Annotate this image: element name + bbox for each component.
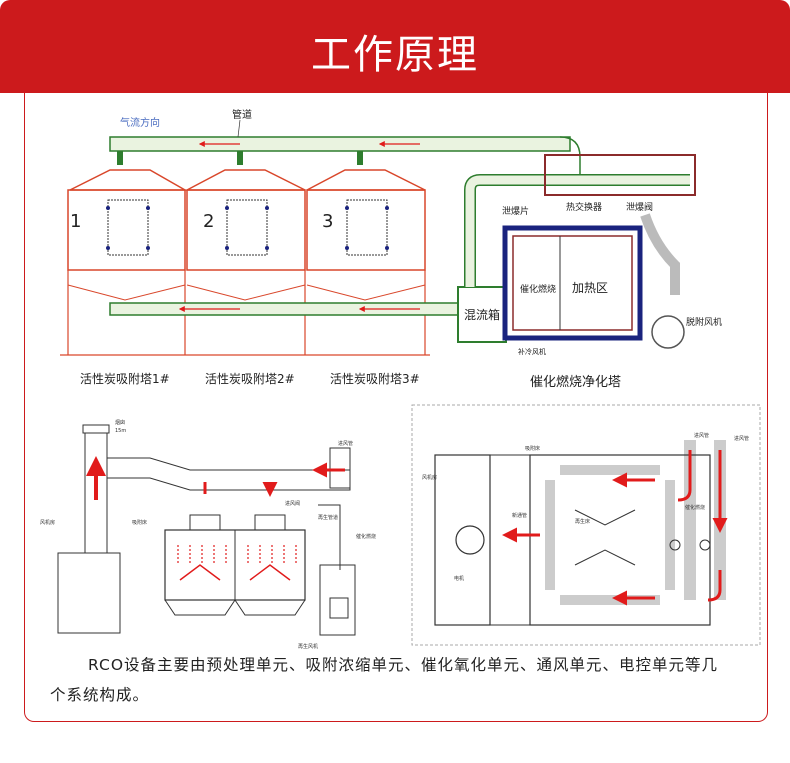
inlet-pipe-label: 进风管 xyxy=(338,440,353,447)
tower-label-2: 活性炭吸附塔2# xyxy=(205,372,295,386)
fan-label: 脱附风机 xyxy=(686,316,722,328)
fan-icon xyxy=(651,315,685,349)
heat-exchanger xyxy=(544,154,696,196)
fan-box-label-right: 风机房 xyxy=(422,474,437,481)
heat-exchanger-label: 热交换器 xyxy=(566,201,602,213)
catalytic-unit xyxy=(319,564,356,636)
fresh-air-pipe-label: 新通管 xyxy=(512,512,527,519)
airflow-label: 气流方向 xyxy=(120,116,160,129)
motor-icon xyxy=(455,525,485,555)
fan-box-right xyxy=(434,454,491,626)
tower-label-1: 活性炭吸附塔1# xyxy=(80,372,170,386)
top-diagram: 气流方向 管道 1 2 3 xyxy=(60,108,722,390)
heating-zone-label: 加热区 xyxy=(572,281,608,295)
catalytic-label-br: 催化燃烧 xyxy=(685,504,705,511)
adsorption-bed-label: 吸附床 xyxy=(132,519,147,526)
catalytic-label-bl: 催化燃烧 xyxy=(356,533,376,540)
bottom-left-diagram: 烟囱 15m 风机房 进风管 吸附床 进风阀 再生管道 催化燃烧 再生风机 xyxy=(40,419,376,650)
explosion-valve-label: 泄爆阀 xyxy=(626,201,653,213)
purifier-label: 催化燃烧净化塔 xyxy=(530,374,621,390)
motor-label: 电机 xyxy=(454,575,464,582)
mixing-box-label: 混流箱 xyxy=(464,307,500,322)
tower-number-3: 3 xyxy=(322,211,333,232)
regen-bed-label: 再生床 xyxy=(575,518,590,525)
main-pipe xyxy=(109,136,571,152)
tower-label-3: 活性炭吸附塔3# xyxy=(330,372,420,386)
bottom-right-diagram: 风机房 电机 再生床 新通管 吸附床 进风管 进风管 催化燃烧 xyxy=(411,404,761,646)
tower-3 xyxy=(306,169,426,271)
tower-2 xyxy=(186,169,306,271)
regen-pipe-label: 再生管道 xyxy=(318,514,338,521)
inlet-pipe-left-label: 进风管 xyxy=(694,432,709,439)
outlet-valve-label: 进风阀 xyxy=(285,500,300,507)
chimney-label: 烟囱 xyxy=(115,419,125,426)
chimney-height: 15m xyxy=(115,428,126,434)
tower-number-2: 2 xyxy=(203,211,214,232)
content-card xyxy=(24,93,768,722)
explosion-vent-label: 泄爆片 xyxy=(502,205,529,217)
catalytic-purifier xyxy=(502,225,643,341)
page-title: 工作原理 xyxy=(311,32,479,78)
header-bar: 工作原理 xyxy=(0,0,790,93)
adsorption-bed-label-right: 吸附床 xyxy=(525,445,540,452)
catalytic-label: 催化燃烧 xyxy=(520,283,556,295)
tower-1 xyxy=(67,169,188,271)
regen-fan-label: 再生风机 xyxy=(298,643,318,650)
fan-box-label: 风机房 xyxy=(40,519,55,526)
bed-housing xyxy=(529,454,711,626)
tower-number-1: 1 xyxy=(70,211,81,232)
inlet-pipe-right-label: 进风管 xyxy=(734,435,749,442)
caption-text: RCO设备主要由预处理单元、吸附浓缩单元、催化氧化单元、通风单元、电控单元等几个… xyxy=(50,656,719,704)
cooling-fan-label: 补冷风机 xyxy=(518,347,546,356)
fan-box xyxy=(57,552,121,634)
pipe-label: 管道 xyxy=(232,108,252,121)
